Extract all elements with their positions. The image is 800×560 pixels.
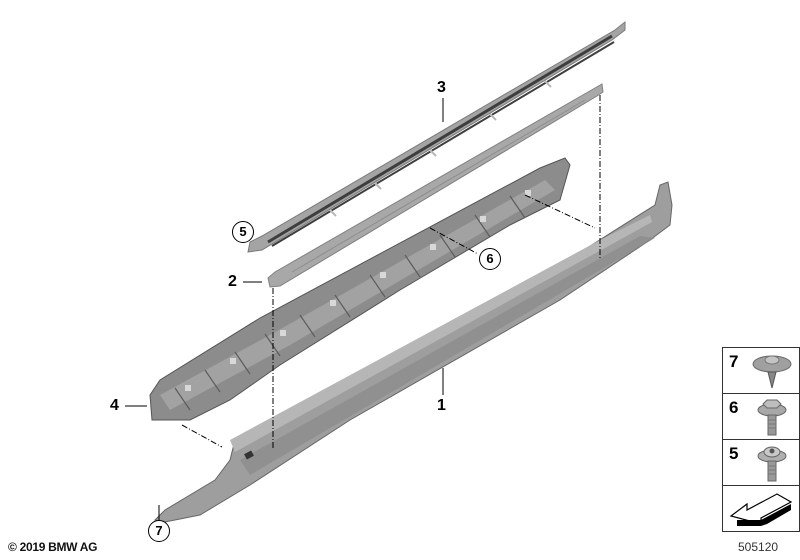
legend-item-6[interactable]: 6: [723, 394, 799, 440]
part-4-carrier[interactable]: [149, 157, 571, 421]
callout-4[interactable]: 4: [110, 397, 119, 414]
callout-3[interactable]: 3: [437, 79, 446, 96]
hex-bolt-icon: [757, 399, 787, 436]
part-3-entrance-strip[interactable]: [247, 20, 626, 253]
part-1-side-skirt[interactable]: [153, 181, 673, 523]
legend-item-7[interactable]: 7: [723, 348, 799, 394]
leader-lines: [125, 98, 444, 520]
copyright-text: © 2019 BMW AG: [8, 540, 98, 554]
expanding-rivet-icon: [752, 355, 792, 389]
callout-7-circled[interactable]: 7: [148, 520, 170, 542]
legend-number: 5: [729, 444, 739, 463]
fastener-legend: 7 6 5: [722, 347, 800, 532]
figure-number: 505120: [738, 540, 779, 554]
callout-1[interactable]: 1: [437, 397, 446, 414]
legend-item-arrow[interactable]: [723, 486, 799, 532]
part-2-sill-strip[interactable]: [267, 83, 604, 288]
pan-head-screw-icon: [757, 446, 787, 482]
legend-number: 6: [729, 398, 739, 417]
direction-arrow-icon: [729, 493, 793, 526]
callout-6-circled[interactable]: 6: [479, 248, 501, 270]
assembly-guide-lines: [181, 95, 601, 450]
callout-2[interactable]: 2: [228, 273, 237, 290]
legend-item-5[interactable]: 5: [723, 440, 799, 486]
callout-5-circled[interactable]: 5: [232, 221, 254, 243]
legend-number: 7: [729, 352, 739, 371]
